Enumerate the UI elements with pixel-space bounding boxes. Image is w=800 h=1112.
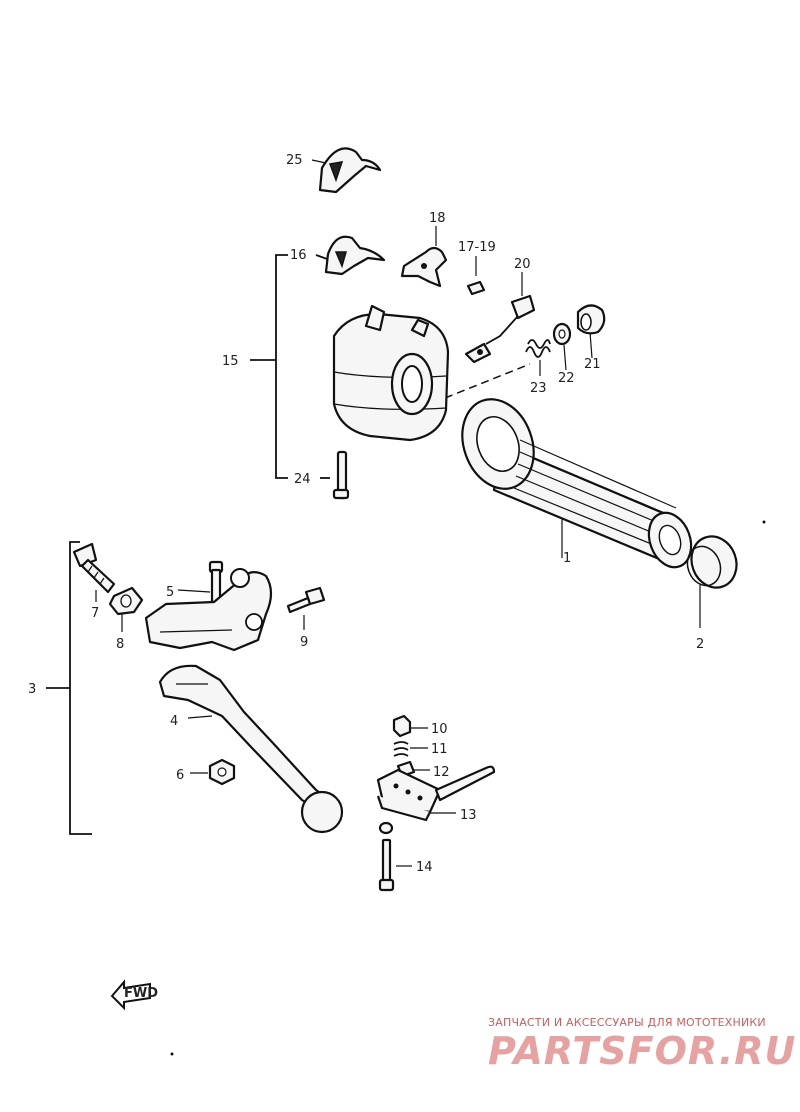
part-23-spring <box>525 339 551 358</box>
part-label-8: 8 <box>116 637 124 652</box>
part-13-holder <box>376 765 496 822</box>
part-14-bolt <box>378 838 395 892</box>
part-label-1: 1 <box>563 551 571 566</box>
part-label-15: 15 <box>222 354 239 369</box>
part-label-22: 22 <box>558 371 575 386</box>
part-20-cable-link <box>464 294 536 364</box>
part-label-10: 10 <box>431 722 448 737</box>
part-1-grip <box>461 398 693 569</box>
part-4-lever <box>158 664 344 834</box>
part-label-2: 2 <box>696 637 704 652</box>
fwd-arrow-icon: FWD <box>110 979 158 1011</box>
part-label-9: 9 <box>300 635 308 650</box>
watermark-brand: PARTSFOR.RU <box>488 1029 796 1073</box>
part-6-nut <box>208 758 236 786</box>
part-label-7: 7 <box>91 606 99 621</box>
part-25-clamp <box>318 147 382 194</box>
part-label-12: 12 <box>433 765 450 780</box>
lever-bracket <box>144 568 273 652</box>
part-label-4: 4 <box>170 714 178 729</box>
part-21-end-cap <box>576 304 606 335</box>
part-10-nut <box>392 714 412 738</box>
part-label-5: 5 <box>166 585 174 600</box>
part-11-spring <box>393 741 409 757</box>
part-label-11: 11 <box>431 742 448 757</box>
part-label-13: 13 <box>460 808 477 823</box>
part-5-bolt <box>208 560 224 604</box>
part-17-19-screw <box>466 280 486 296</box>
part-15-throttle-housing <box>332 304 450 442</box>
part-label-25: 25 <box>286 153 303 168</box>
part-label-24: 24 <box>294 472 311 487</box>
part-18-cable-guide <box>400 246 448 288</box>
part-24-screw <box>332 450 350 500</box>
part-9-screw <box>286 586 326 614</box>
fwd-label: FWD <box>124 986 158 1001</box>
part-label-23: 23 <box>530 381 547 396</box>
part-label-20: 20 <box>514 257 531 272</box>
part-label-14: 14 <box>416 860 433 875</box>
watermark: ЗАПЧАСТИ И АКСЕССУАРЫ ДЛЯ МОТОТЕХНИКИ PA… <box>488 1016 796 1073</box>
part-2-bar-end-cap <box>686 535 738 589</box>
part-22-washer <box>552 322 572 346</box>
part-label-3: 3 <box>28 682 36 697</box>
part-label-16: 16 <box>290 248 307 263</box>
part-16-clamp <box>324 235 386 276</box>
part-13b-washer <box>378 821 394 835</box>
part-label-17-19: 17-19 <box>458 240 496 255</box>
part-8-nut <box>108 586 144 616</box>
part-label-21: 21 <box>584 357 601 372</box>
leader-lines <box>46 159 701 867</box>
watermark-tagline: ЗАПЧАСТИ И АКСЕССУАРЫ ДЛЯ МОТОТЕХНИКИ <box>488 1016 766 1029</box>
part-label-6: 6 <box>176 768 184 783</box>
part-label-18: 18 <box>429 211 446 226</box>
part-labels: 1 2 3 4 5 6 7 8 9 10 11 12 13 14 15 16 1… <box>28 153 704 875</box>
part-7-bolt <box>72 542 116 594</box>
